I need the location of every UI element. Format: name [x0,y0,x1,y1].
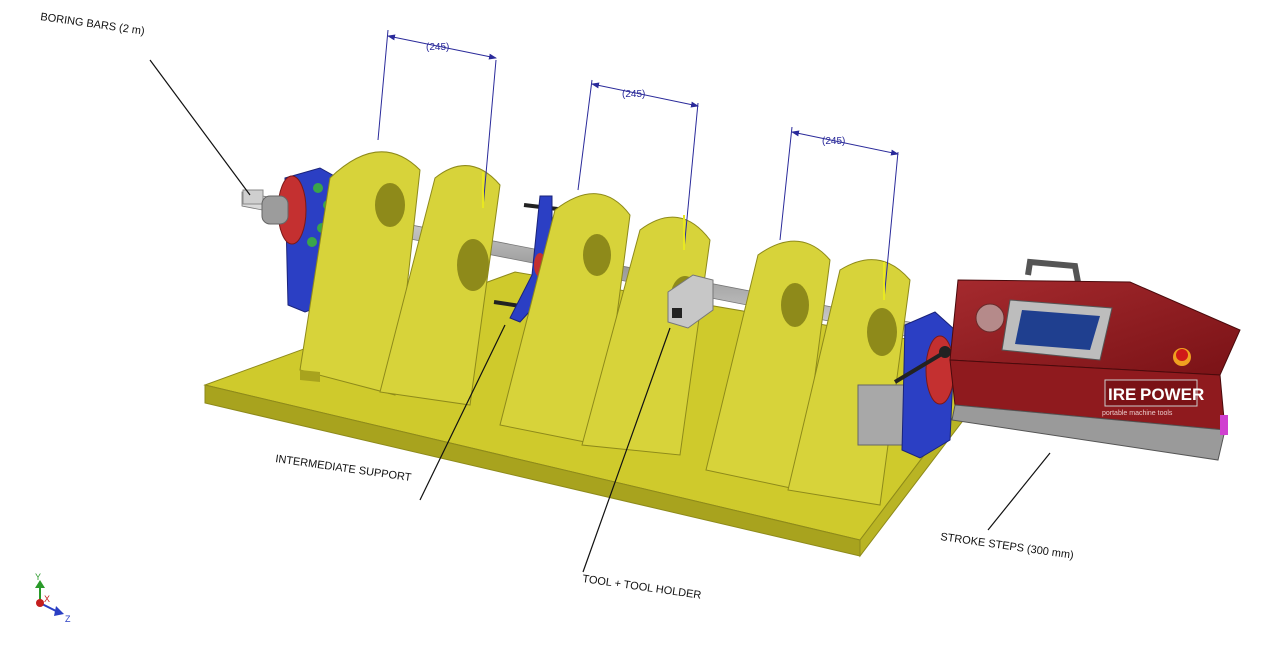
callout-text-tool-holder: TOOL + TOOL HOLDER [582,573,702,602]
dimension-3: (245) [779,126,899,301]
callout-boring-bars: BORING BARS (2 m) [40,11,251,196]
tool-holder [667,274,714,329]
axis-label-y: Y [35,572,41,582]
brand-ire: IRE [1108,385,1136,404]
callout-text-stroke-steps: STROKE STEPS (300 mm) [940,531,1075,562]
right-flange [857,311,956,459]
brand-tagline: portable machine tools [1102,410,1173,417]
dimension-label-1: (245) [426,42,449,53]
bar-end [242,189,264,205]
axis-triad: Y X Z [35,572,71,624]
machine-unit: IRE POWER portable machine tools [949,258,1241,461]
lug-pair-2 [499,193,711,456]
axis-label-z: Z [65,614,71,624]
axis-label-x: X [44,594,50,604]
dimension-label-2: (245) [622,89,645,100]
callout-text-intermediate-support: INTERMEDIATE SUPPORT [275,453,413,484]
dimension-label-3: (245) [822,136,845,147]
brand-power: POWER [1140,385,1204,404]
callout-text-boring-bars: BORING BARS (2 m) [40,11,146,38]
lug-pair-1 [299,151,501,406]
dimension-2: (245) [577,79,699,251]
lug-pair-3 [705,240,911,506]
dimension-1: (245) [377,29,497,209]
callout-stroke-steps: STROKE STEPS (300 mm) [940,452,1075,562]
